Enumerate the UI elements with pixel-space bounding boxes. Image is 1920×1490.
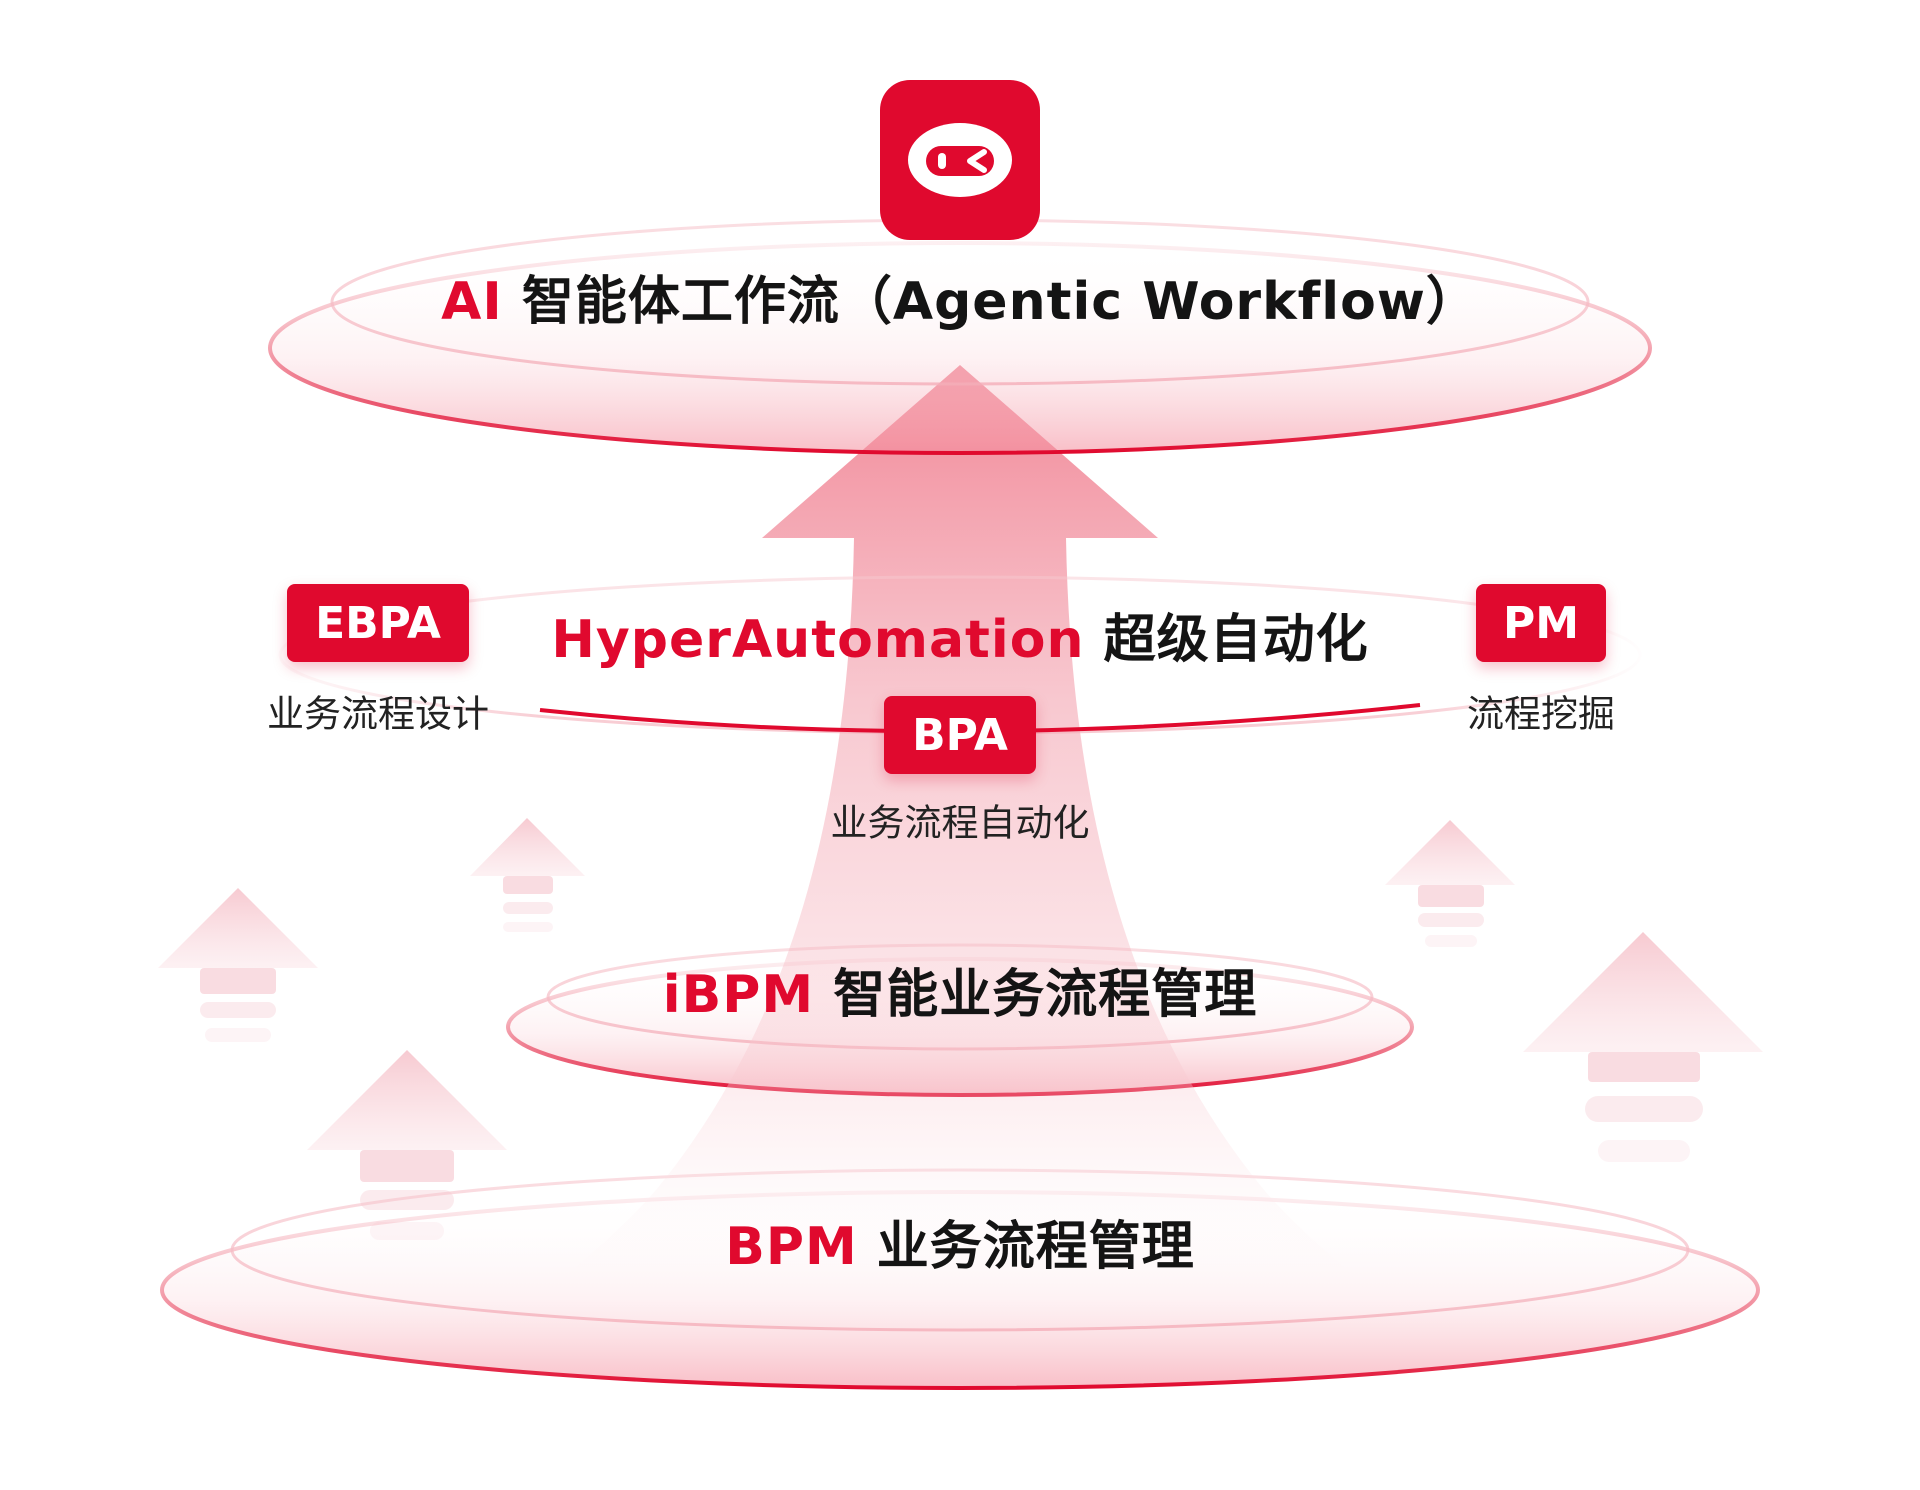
ai-layer-title: AI 智能体工作流（Agentic Workflow） [441, 276, 1479, 328]
robot-face-icon [880, 80, 1040, 240]
ebpa-sub-label: 业务流程设计 [267, 692, 489, 736]
decorative-arrow-left-mid [158, 888, 318, 1042]
ibpm-layer-text: 智能业务流程管理 [814, 965, 1258, 1025]
bpa-badge: BPA [884, 696, 1036, 774]
pm-sub-label: 流程挖掘 [1467, 692, 1615, 736]
rising-arrow [510, 365, 1410, 1318]
hyper-layer-text: 超级自动化 [1084, 610, 1369, 670]
bpa-sub-label: 业务流程自动化 [830, 801, 1090, 845]
hyper-layer-accent: HyperAutomation [551, 610, 1085, 670]
hyper-layer-title: HyperAutomation 超级自动化 [551, 614, 1368, 666]
decorative-arrow-right-lower [1523, 932, 1763, 1162]
bpm-layer-accent: BPM [725, 1217, 858, 1277]
ai-plate [268, 218, 1652, 455]
pm-badge: PM [1476, 584, 1606, 662]
ebpa-badge: EBPA [287, 584, 469, 662]
ai-layer-text: 智能体工作流（Agentic Workflow） [502, 272, 1479, 332]
decorative-arrow-left-upper [470, 818, 585, 932]
decorative-arrow-right-upper [1385, 820, 1515, 947]
ai-layer-accent: AI [441, 272, 503, 332]
ibpm-layer-title: iBPM 智能业务流程管理 [663, 969, 1257, 1021]
bpm-layer-title: BPM 业务流程管理 [725, 1221, 1195, 1273]
ibpm-layer-accent: iBPM [662, 965, 815, 1025]
bpm-layer-text: 业务流程管理 [857, 1217, 1195, 1277]
